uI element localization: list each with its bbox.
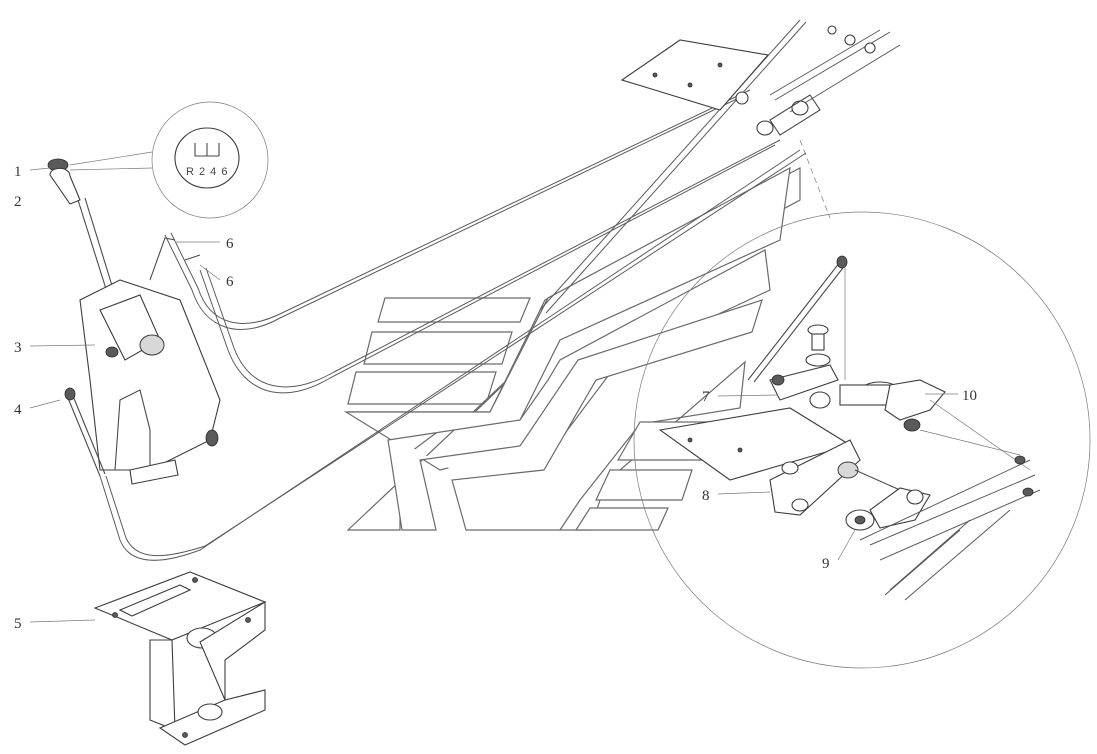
cable-rod-4 [64,387,106,477]
shifter-housing [79,237,221,485]
gear-pattern-text: R 2 4 6 [186,166,228,178]
top-mounting-plate [620,25,876,136]
callout-7: 7 [702,389,710,405]
callout-labels: 1 2 3 4 5 6 6 7 8 9 10 [14,164,977,632]
callout-5: 5 [14,616,22,632]
control-cables [99,19,901,561]
mounting-bracket [93,571,267,746]
callout-4: 4 [14,402,22,418]
gear-lever [47,158,119,309]
knob-detail-callout: R 2 4 6 [69,101,269,219]
linkage-detail-callout [633,139,1091,669]
callout-2: 2 [14,194,22,210]
callout-8: 8 [702,488,710,504]
callout-1: 1 [14,164,22,180]
callout-3: 3 [14,340,22,356]
callout-6-lower: 6 [226,274,234,290]
callout-9: 9 [822,556,830,572]
linkage-components [658,255,1041,601]
callout-10: 10 [962,388,977,404]
callout-6-upper: 6 [226,236,234,252]
callout-leaders [29,167,958,623]
